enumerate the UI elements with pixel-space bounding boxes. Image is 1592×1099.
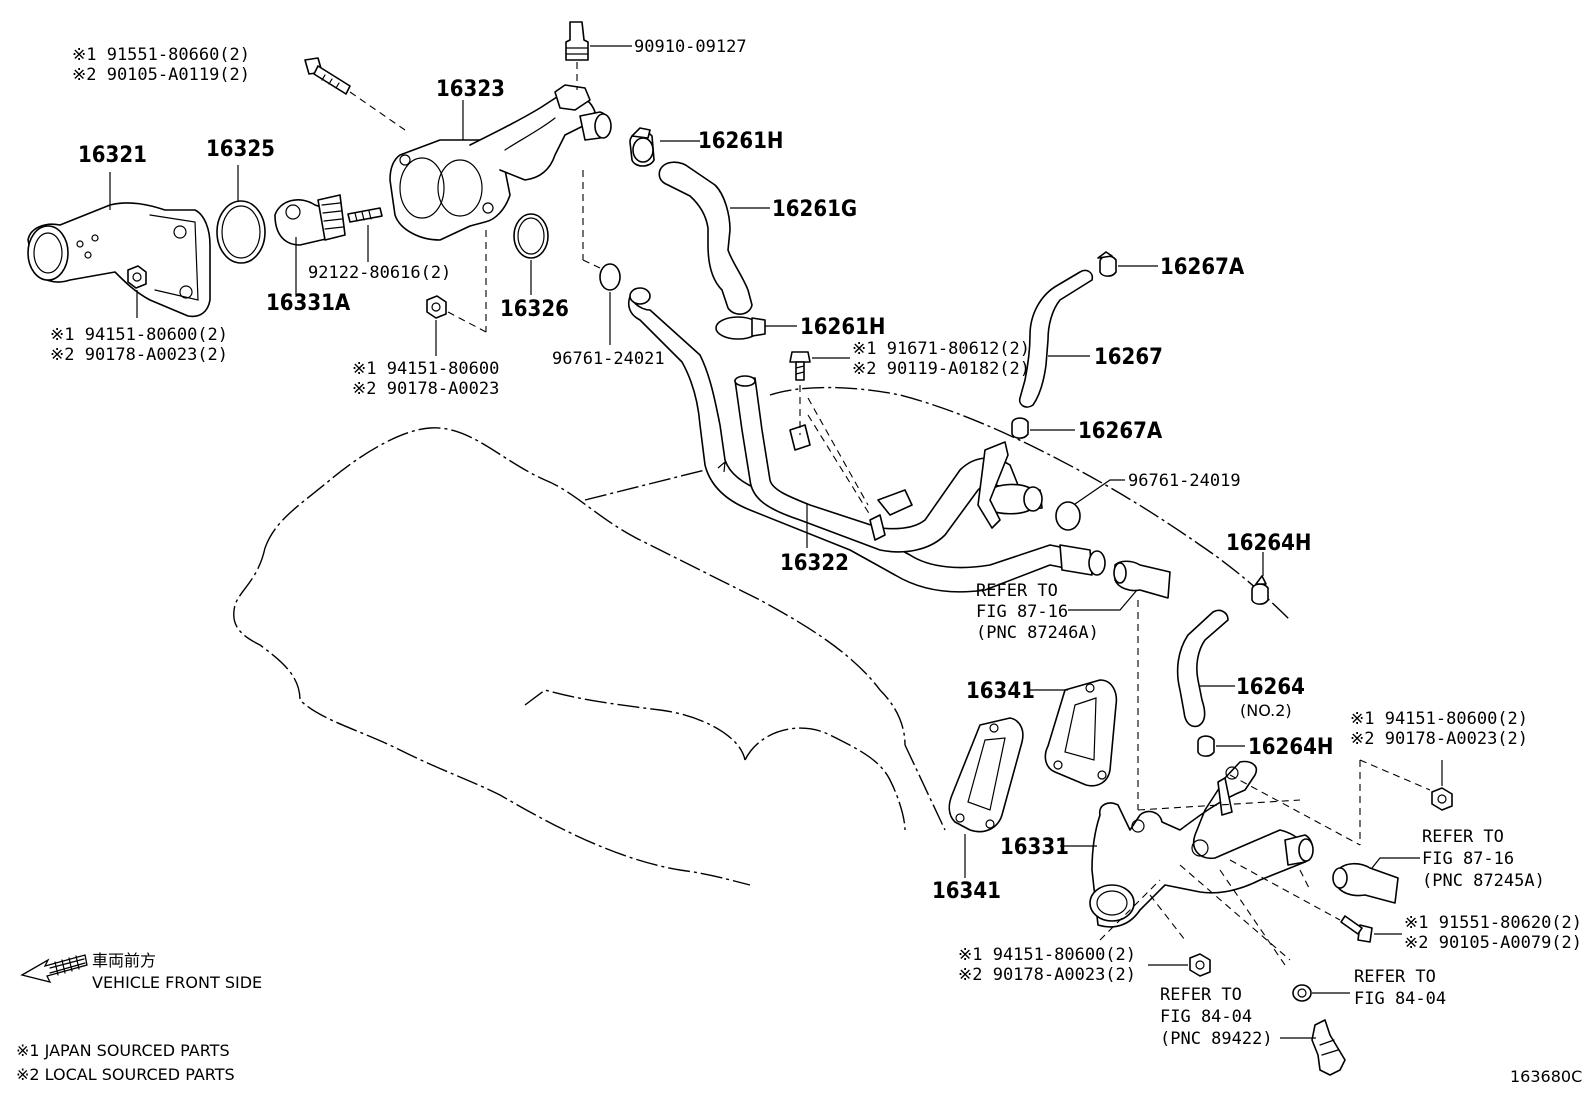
pipe-16322 bbox=[628, 287, 1106, 593]
label-bolt-mid-2: ※2 90119-A0182(2) bbox=[852, 359, 1030, 379]
label-refer-c-3: (PNC 89422) bbox=[1160, 1029, 1273, 1049]
label-nut-left-1: ※1 94151-80600(2) bbox=[50, 325, 228, 345]
label-16331A: 16331A bbox=[266, 291, 351, 316]
label-nut-mid-1: ※1 94151-80600 bbox=[352, 359, 499, 379]
temp-sensor bbox=[1280, 1019, 1346, 1076]
label-16323: 16323 bbox=[436, 77, 505, 102]
label-96761-24019: 96761-24019 bbox=[1128, 471, 1241, 491]
clamp-16267A-top bbox=[1097, 251, 1158, 277]
label-16341-bot: 16341 bbox=[932, 879, 1001, 904]
bolt-91551-right bbox=[1340, 915, 1402, 943]
label-nut-bot-1: ※1 94151-80600(2) bbox=[958, 945, 1136, 965]
thermostat-16331A bbox=[274, 194, 346, 290]
oring-96761-24021 bbox=[582, 170, 621, 345]
hose-16267 bbox=[1018, 269, 1094, 408]
label-16267A-top: 16267A bbox=[1160, 255, 1245, 280]
clamp-16261H-top bbox=[629, 127, 700, 167]
nut-94151-mid bbox=[426, 230, 487, 356]
label-16331: 16331 bbox=[1000, 835, 1069, 860]
housing-16331 bbox=[1060, 759, 1431, 966]
housing-16323 bbox=[389, 84, 612, 241]
label-bolt-right-1: ※1 91551-80620(2) bbox=[1404, 913, 1582, 933]
nut-94151-bottom bbox=[1148, 953, 1211, 977]
label-16264H-bot: 16264H bbox=[1248, 735, 1333, 760]
label-16322: 16322 bbox=[780, 551, 849, 576]
refer-hose-a bbox=[1068, 560, 1171, 810]
label-90910-09127: 90910-09127 bbox=[634, 37, 747, 57]
label-bolt-mid-1: ※1 91671-80612(2) bbox=[852, 339, 1030, 359]
label-nut-left-2: ※2 90178-A0023(2) bbox=[50, 345, 228, 365]
label-16264-no2: (NO.2) bbox=[1240, 701, 1292, 720]
water-outlet-16321 bbox=[27, 172, 211, 318]
label-16326: 16326 bbox=[500, 297, 569, 322]
label-refer-b-3: (PNC 87245A) bbox=[1422, 871, 1545, 891]
label-bolt-top-2: ※2 90105-A0119(2) bbox=[72, 65, 250, 85]
nut-94151-right bbox=[1431, 760, 1453, 811]
label-16261H-top: 16261H bbox=[698, 129, 783, 154]
hose-16261G bbox=[658, 161, 770, 315]
refer-hose-b bbox=[1332, 857, 1420, 904]
bolt-91671-mid bbox=[789, 351, 871, 516]
label-refer-c-2: FIG 84-04 bbox=[1160, 1007, 1252, 1027]
label-16264H-top: 16264H bbox=[1226, 531, 1311, 556]
nut-16321 bbox=[127, 265, 147, 318]
label-refer-a-3: (PNC 87246A) bbox=[976, 623, 1099, 643]
label-refer-b-2: FIG 87-16 bbox=[1422, 849, 1514, 869]
oring-96761-24019 bbox=[1055, 479, 1125, 531]
gasket-16341-bot bbox=[948, 717, 1024, 878]
clamp-16264H-bot bbox=[1197, 735, 1245, 757]
label-92122: 92122-80616(2) bbox=[308, 263, 451, 283]
label-nut-mid-2: ※2 90178-A0023 bbox=[352, 379, 499, 399]
label-96761-24021: 96761-24021 bbox=[552, 349, 665, 369]
clamp-16267A-mid bbox=[1011, 417, 1075, 439]
label-16341-top: 16341 bbox=[966, 679, 1035, 704]
label-16261H-mid: 16261H bbox=[800, 315, 885, 340]
gasket-16325 bbox=[216, 165, 266, 264]
washer-sensor bbox=[1292, 984, 1350, 1002]
diagram-id: 163680C bbox=[1510, 1067, 1582, 1086]
label-16325: 16325 bbox=[206, 137, 275, 162]
label-refer-b-1: REFER TO bbox=[1422, 827, 1504, 847]
legend-note-1: ※1 JAPAN SOURCED PARTS bbox=[16, 1041, 230, 1060]
hose-16264 bbox=[1176, 609, 1235, 728]
label-16267A-mid: 16267A bbox=[1078, 419, 1163, 444]
label-nut-bot-2: ※2 90178-A0023(2) bbox=[958, 965, 1136, 985]
stud-92122 bbox=[347, 207, 383, 262]
label-refer-a-2: FIG 87-16 bbox=[976, 602, 1068, 622]
clamp-16264H-top bbox=[1251, 552, 1269, 605]
clamp-16261H-mid bbox=[715, 316, 797, 340]
label-front-en: VEHICLE FRONT SIDE bbox=[92, 973, 262, 992]
vehicle-front-arrow-icon bbox=[20, 954, 88, 983]
bolt-91551-top bbox=[304, 57, 406, 131]
gasket-16341-top bbox=[1030, 679, 1118, 787]
legend-note-2: ※2 LOCAL SOURCED PARTS bbox=[16, 1065, 235, 1084]
label-nut-right-1: ※1 94151-80600(2) bbox=[1350, 709, 1528, 729]
labels: 16321 16325 16323 16331A 16326 16261H 16… bbox=[16, 37, 1582, 1086]
engine-outline bbox=[233, 386, 1291, 886]
plug-90910 bbox=[565, 21, 632, 90]
label-16321: 16321 bbox=[78, 143, 147, 168]
label-nut-right-2: ※2 90178-A0023(2) bbox=[1350, 729, 1528, 749]
label-front-jp: 車両前方 bbox=[92, 951, 156, 970]
label-16264: 16264 bbox=[1236, 675, 1305, 700]
label-refer-c-1: REFER TO bbox=[1160, 985, 1242, 1005]
label-refer-d-1: REFER TO bbox=[1354, 967, 1436, 987]
label-16267: 16267 bbox=[1094, 345, 1163, 370]
label-refer-a-1: REFER TO bbox=[976, 581, 1058, 601]
label-bolt-top-1: ※1 91551-80660(2) bbox=[72, 45, 250, 65]
label-refer-d-2: FIG 84-04 bbox=[1354, 989, 1446, 1009]
label-bolt-right-2: ※2 90105-A0079(2) bbox=[1404, 933, 1582, 953]
label-16261G: 16261G bbox=[772, 197, 857, 222]
gasket-16326 bbox=[513, 213, 549, 295]
